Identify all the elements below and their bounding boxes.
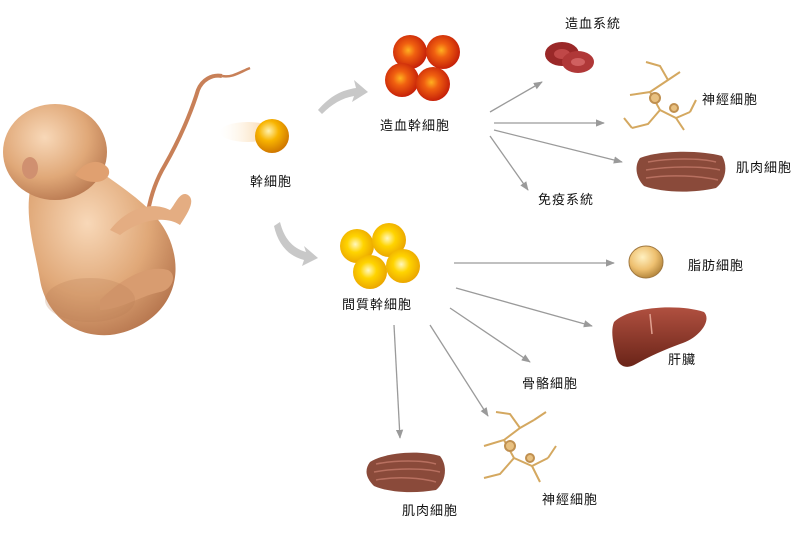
muscle-cell-top-icon [636,151,726,192]
nerve-cell-top-icon [623,61,697,131]
muscle-cell-bottom-label: 肌肉細胞 [402,504,458,519]
hematopoietic-stem-cell-label: 造血幹細胞 [380,118,450,134]
fat-cell-icon [628,245,664,279]
curved-arrow-to-msc [274,222,318,266]
nerve-cell-bottom-label: 神經細胞 [542,493,598,508]
red-blood-cell-icon [545,42,594,73]
immune-system-label: 免疫系統 [538,192,594,208]
nerve-cell-top-label: 神經細胞 [702,93,758,108]
hsc-arrows [489,81,623,191]
mesenchymal-stem-cell-label: 間質幹細胞 [342,297,412,313]
stem-cell-icon [255,119,289,153]
hematopoietic-cell-cluster [385,35,460,101]
muscle-cell-bottom-icon [366,452,445,493]
msc-arrows [393,259,615,439]
mesenchymal-cell-cluster [340,223,420,289]
liver-icon [612,307,707,367]
bone-cell-label: 骨骼細胞 [522,376,578,392]
nerve-cell-bottom-icon [483,411,557,483]
liver-label: 肝臟 [668,353,696,368]
fetus-illustration [3,66,251,336]
stem-cell-label: 幹細胞 [250,174,292,190]
blood-system-label: 造血系統 [565,17,621,32]
fat-cell-label: 脂肪細胞 [688,258,744,274]
curved-arrow-to-hsc [318,80,368,114]
muscle-cell-top-label: 肌肉細胞 [736,161,792,176]
